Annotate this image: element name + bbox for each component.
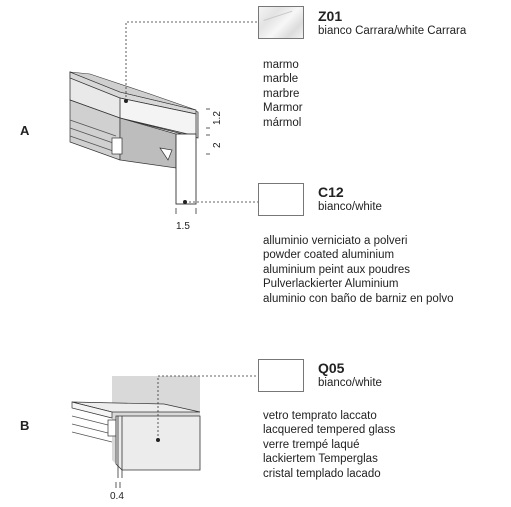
finish-code-c12: C12: [318, 184, 344, 200]
finish-name-q05: bianco/white: [318, 377, 382, 389]
material-item: marbre: [263, 87, 300, 100]
finish-name-z01: bianco Carrara/white Carrara: [318, 25, 467, 37]
finish-code-q05: Q05: [318, 360, 345, 376]
dimension-label-2: 2: [212, 142, 223, 148]
material-list-z01: marmo marble marbre Marmor mármol: [263, 58, 303, 130]
dimension-label-1-2: 1.2: [212, 111, 223, 125]
dimension-label-0-4: 0.4: [110, 491, 124, 502]
material-item: alluminio verniciato a polveri: [263, 235, 408, 247]
finish-code-z01: Z01: [318, 8, 343, 24]
detail-b-drawing: [71, 375, 258, 488]
material-list-q05: vetro temprato laccato lacquered tempere…: [263, 409, 395, 481]
swatch-q05: [258, 359, 304, 392]
section-label-a: A: [20, 123, 30, 138]
material-item: aluminio con baño de barniz en polvo: [263, 292, 454, 305]
swatch-c12: [258, 183, 304, 216]
material-item: cristal templado lacado: [263, 467, 381, 480]
section-label-b: B: [20, 418, 30, 433]
material-item: mármol: [263, 116, 302, 129]
material-item: marmo: [263, 59, 299, 71]
material-item: Pulverlackierter Aluminium: [263, 278, 399, 291]
swatch-z01: [258, 6, 304, 39]
material-item: verre trempé laqué: [263, 438, 360, 451]
material-item: vetro temprato laccato: [263, 410, 377, 422]
material-list-c12: alluminio verniciato a polveri powder co…: [263, 234, 454, 306]
material-item: aluminium peint aux poudres: [263, 263, 411, 276]
finish-name-c12: bianco/white: [318, 201, 382, 213]
material-item: Marmor: [263, 102, 303, 115]
material-item: marble: [263, 73, 299, 86]
material-item: lacquered tempered glass: [263, 424, 396, 437]
material-item: powder coated aluminium: [263, 249, 395, 262]
material-item: lackiertem Temperglas: [263, 453, 378, 466]
dimension-label-1-5: 1.5: [176, 221, 190, 232]
detail-a-drawing: [69, 21, 258, 214]
